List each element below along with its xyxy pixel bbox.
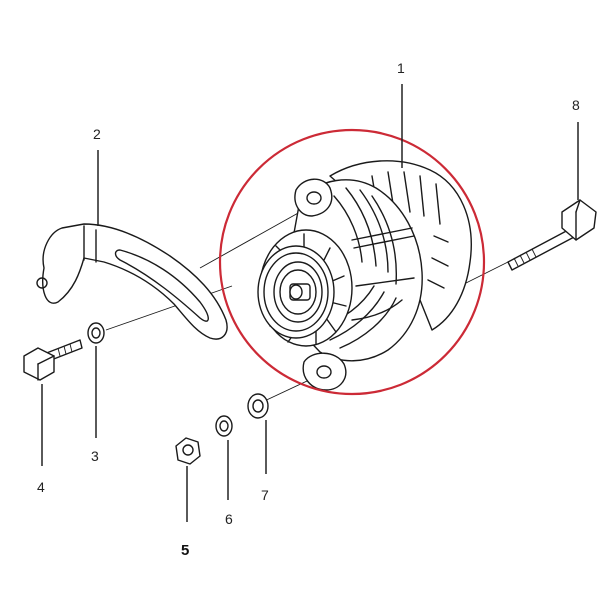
callout-8: 8 (572, 97, 580, 113)
lock-washer (215, 415, 233, 437)
nut (175, 437, 201, 465)
rear-fins (371, 171, 449, 289)
callout-5: 5 (181, 542, 189, 559)
callouts: 1 2 3 4 5 6 7 8 (37, 60, 580, 559)
alternator (257, 160, 472, 391)
callout-6: 6 (225, 511, 233, 527)
washer-7 (247, 393, 269, 419)
callout-1: 1 (397, 60, 405, 76)
callout-2: 2 (93, 126, 101, 142)
washer-3 (87, 322, 105, 344)
callout-4: 4 (37, 479, 45, 495)
callout-3: 3 (91, 448, 99, 464)
pulley (257, 245, 335, 339)
long-bolt (507, 199, 597, 271)
adjusting-bracket (36, 223, 228, 340)
leader-lines (41, 84, 579, 522)
highlight-circle (218, 128, 486, 396)
callout-7: 7 (261, 487, 269, 503)
bolt (23, 339, 83, 381)
